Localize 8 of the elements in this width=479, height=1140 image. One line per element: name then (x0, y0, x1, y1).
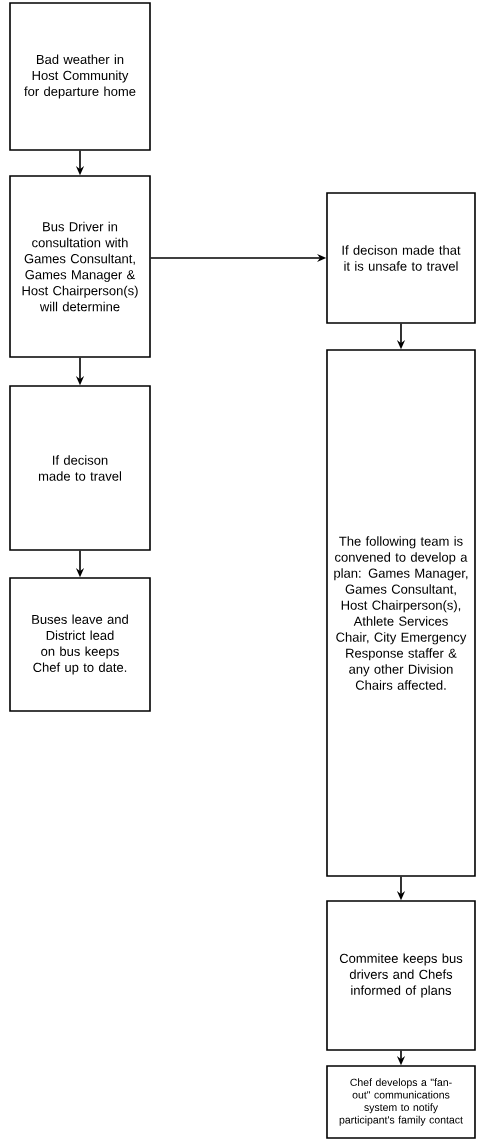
process-box: Buses leave and District lead on bus keeps Chef up to date. (9, 577, 151, 712)
process-box: Bus Driver in consultation with Games Consultant, Games Manager & Host Chairperson(s) will determine (9, 175, 151, 358)
process-box: Commitee keeps bus drivers and Chefs informed of plans (326, 900, 476, 1051)
process-box: Chef develops a "fan-out" communications system to notify participant's family contact (326, 1065, 476, 1139)
process-box: If decison made that it is unsafe to travel (326, 192, 476, 324)
process-box: If decison made to travel (9, 385, 151, 551)
process-box: The following team is convened to develop a plan: Games Manager, Games Consultant, Host Chairperson(s), Athlete Services Chair, City Emergency Response staffer & any other Division Chairs affected. (326, 349, 476, 877)
process-box: Bad weather in Host Community for departure home (9, 2, 151, 151)
